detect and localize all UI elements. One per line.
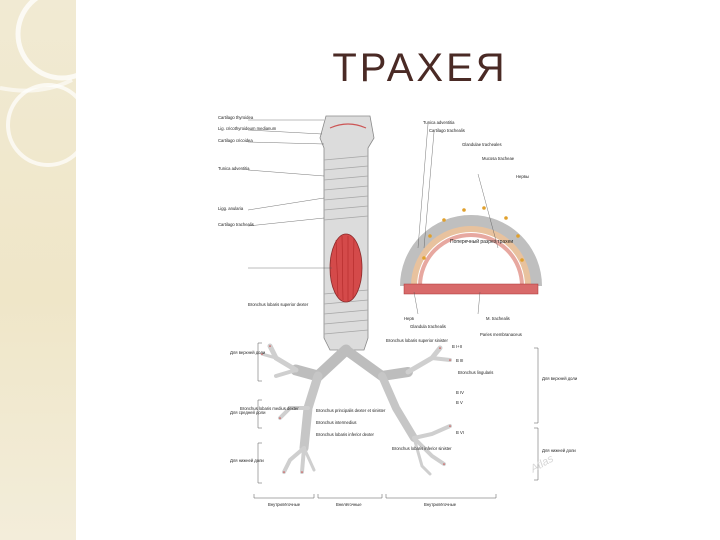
mucosa-window bbox=[329, 233, 363, 303]
label-bronchus-lobaris-superior-dexter: Bronchus lobaris superior dexter bbox=[248, 302, 309, 307]
trachea-diagram: Cartilago thyroidea Lig. cricothyroideum… bbox=[218, 108, 577, 523]
label-cs-paries: Paries membranaceus bbox=[480, 332, 522, 337]
label-intrapulmonary-left: Внутрилёгочные bbox=[424, 502, 457, 507]
label-intrapulmonary-right: Внутрилёгочные bbox=[268, 502, 301, 507]
page-title: ТРАХЕЯ bbox=[332, 46, 508, 90]
label-cs-title: Поперечный разрез трахеи bbox=[450, 239, 514, 245]
label-left-lower-lobe: Для нижней доли bbox=[542, 448, 576, 453]
label-cs-tunica-adventitia: Tunica adventitia bbox=[423, 120, 455, 125]
label-cartilago-thyroidea: Cartilago thyroidea bbox=[218, 115, 254, 120]
label-bronchus-lingularis: Bronchus lingularis bbox=[458, 370, 494, 375]
label-cs-glandulae-tracheales: Glandulae tracheales bbox=[462, 142, 502, 147]
label-right-lower-lobe: Для нижней доли bbox=[230, 458, 264, 463]
label-right-upper-lobe: Для верхней доли bbox=[230, 350, 266, 355]
label-lig-cricothyroideum: Lig. cricothyroideum medianum bbox=[218, 126, 277, 131]
decorative-rings bbox=[0, 0, 109, 167]
label-left-upper-lobe: Для верхней доли bbox=[542, 376, 578, 381]
label-segment-b5: B V bbox=[456, 400, 463, 405]
leader-lines bbox=[247, 119, 499, 315]
label-bronchus-intermedius: Bronchus intermedius bbox=[316, 420, 357, 425]
label-bronchus-lobaris-medius-dexter: Bronchus lobaris medius dexter bbox=[240, 406, 299, 411]
label-segment-b4: B IV bbox=[456, 390, 464, 395]
trachea-illustration bbox=[247, 115, 542, 499]
label-cs-m-trachealis: M. trachealis bbox=[486, 316, 510, 321]
label-bronchus-lobaris-superior-sinister: Bronchus lobaris superior sinister bbox=[386, 338, 448, 343]
label-segment-b3: B III bbox=[456, 358, 464, 363]
label-bronchus-principalis: Bronchus principalis dexter et sinister bbox=[316, 408, 386, 413]
label-cs-nerv: Нерв bbox=[404, 316, 414, 321]
label-right-middle-lobe: Для средней доли bbox=[230, 410, 266, 415]
trachea-cross-section bbox=[400, 206, 542, 295]
label-bronchus-lobaris-inferior-sinister: Bronchus lobaris inferior sinister bbox=[392, 446, 452, 451]
label-cartilago-trachealis-left: Cartilago trachealis bbox=[218, 222, 254, 227]
label-extrapulmonary: Внелёгочные bbox=[336, 502, 362, 507]
label-ligg-anularia: Ligg. anularia bbox=[218, 206, 244, 211]
label-segment-b6: B VI bbox=[456, 430, 464, 435]
label-cs-mucosa: Mucosa tracheae bbox=[482, 156, 515, 161]
label-cs-glandula: Glandula trachealis bbox=[410, 324, 446, 329]
label-segment-b1-2: B I+II bbox=[452, 344, 462, 349]
label-cs-nervy: Нервы bbox=[516, 174, 529, 179]
label-cs-cartilago-trachealis: Cartilago trachealis bbox=[429, 128, 465, 133]
bronchial-tree bbox=[260, 343, 452, 476]
lobe-brackets bbox=[253, 342, 539, 499]
trachea-column bbox=[319, 115, 375, 351]
label-bronchus-lobaris-inferior-dexter: Bronchus lobaris inferior dexter bbox=[316, 432, 374, 437]
label-cartilago-cricoidea: Cartilago cricoidea bbox=[218, 138, 253, 143]
label-tunica-adventitia-left: Tunica adventitia bbox=[218, 166, 250, 171]
